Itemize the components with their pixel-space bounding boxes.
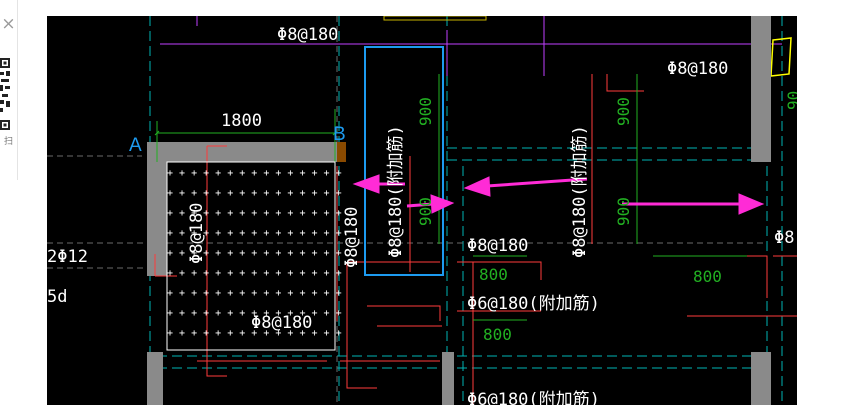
svg-text:+ + + + + + + + + + + + + + +: + + + + + + + + + + + + + + + (167, 268, 342, 279)
svg-text:+ + + + + + + + + + + + + + +: + + + + + + + + + + + + + + + (167, 288, 342, 299)
yellow-marker (770, 37, 792, 77)
rebar-left-edge-label: Φ8@180 (187, 203, 207, 264)
dimension-lines (154, 74, 747, 321)
dim-800-c: 800 (693, 267, 722, 286)
rebar-box-label: Φ8@180(附加筋) (386, 125, 406, 258)
dim-900-b: 900 (416, 197, 435, 226)
point-a-label: A (129, 135, 142, 156)
svg-text:+ + + + + + + + + + + + + + +: + + + + + + + + + + + + + + + (167, 208, 342, 219)
cad-drawing: + + + + + + + + + + + + + + + + + + + + … (47, 16, 797, 405)
dim-900-d: 900 (614, 197, 633, 226)
dim-800-b: 800 (483, 325, 512, 344)
cad-drawing-canvas[interactable]: + + + + + + + + + + + + + + + + + + + + … (47, 16, 797, 405)
columns (147, 16, 771, 405)
svg-text:+ + + + + + + + + + + + + + +: + + + + + + + + + + + + + + + (167, 248, 342, 259)
dim-1800-label: 1800 (221, 111, 262, 131)
rebar-mid-label: Φ8@180(附加筋) (570, 125, 590, 258)
rebar-bottom-label: Φ8@180 (251, 313, 312, 333)
rebar-center-label: Φ8@180 (467, 236, 528, 256)
left-partial-label-2: 5d (47, 287, 67, 307)
qr-code-icon (0, 58, 10, 130)
magenta-lines (160, 16, 782, 76)
rebar-right-edge-label: Φ8 (774, 228, 794, 248)
svg-text:+ + + + + + + + + + + + + + +: + + + + + + + + + + + + + + + (167, 308, 342, 319)
slab-hatch: + + + + + + + + + + + + + + + + + + + + … (167, 168, 342, 339)
highlight-box (364, 46, 444, 276)
dim-90-partial: 90 (784, 91, 797, 110)
left-partial-label-1: 2Φ12 (47, 247, 88, 267)
arrows (352, 174, 765, 215)
dim-800-a: 800 (479, 265, 508, 284)
close-icon[interactable]: × (1, 14, 16, 34)
svg-text:+ + + + + + + + + + + + + + +: + + + + + + + + + + + + + + + (167, 188, 342, 199)
rebar-extra-label: Φ6@180(附加筋) (467, 294, 600, 314)
rebar-top-label: Φ8@180 (277, 25, 338, 45)
axis-lines (149, 16, 783, 405)
qr-caption: 扫 (2, 136, 12, 145)
svg-text:+ + + + + + + + + + + + + + +: + + + + + + + + + + + + + + + (167, 228, 342, 239)
rebar-left-vertical-label: Φ8@180 (342, 207, 362, 268)
dim-900-a: 900 (416, 97, 435, 126)
dim-900-c: 900 (614, 97, 633, 126)
point-b-label: B (333, 124, 346, 145)
side-panel: × 扫 (0, 0, 18, 180)
rebar-bottom-extra-label: Φ6@180(附加筋) (467, 390, 600, 405)
svg-text:+ + + + + + + + + + + + + + +: + + + + + + + + + + + + + + + (167, 168, 342, 179)
svg-text:+ + + + + + + + + + + + + + +: + + + + + + + + + + + + + + + (167, 328, 342, 339)
rebar-top-right-label: Φ8@180 (667, 59, 728, 79)
